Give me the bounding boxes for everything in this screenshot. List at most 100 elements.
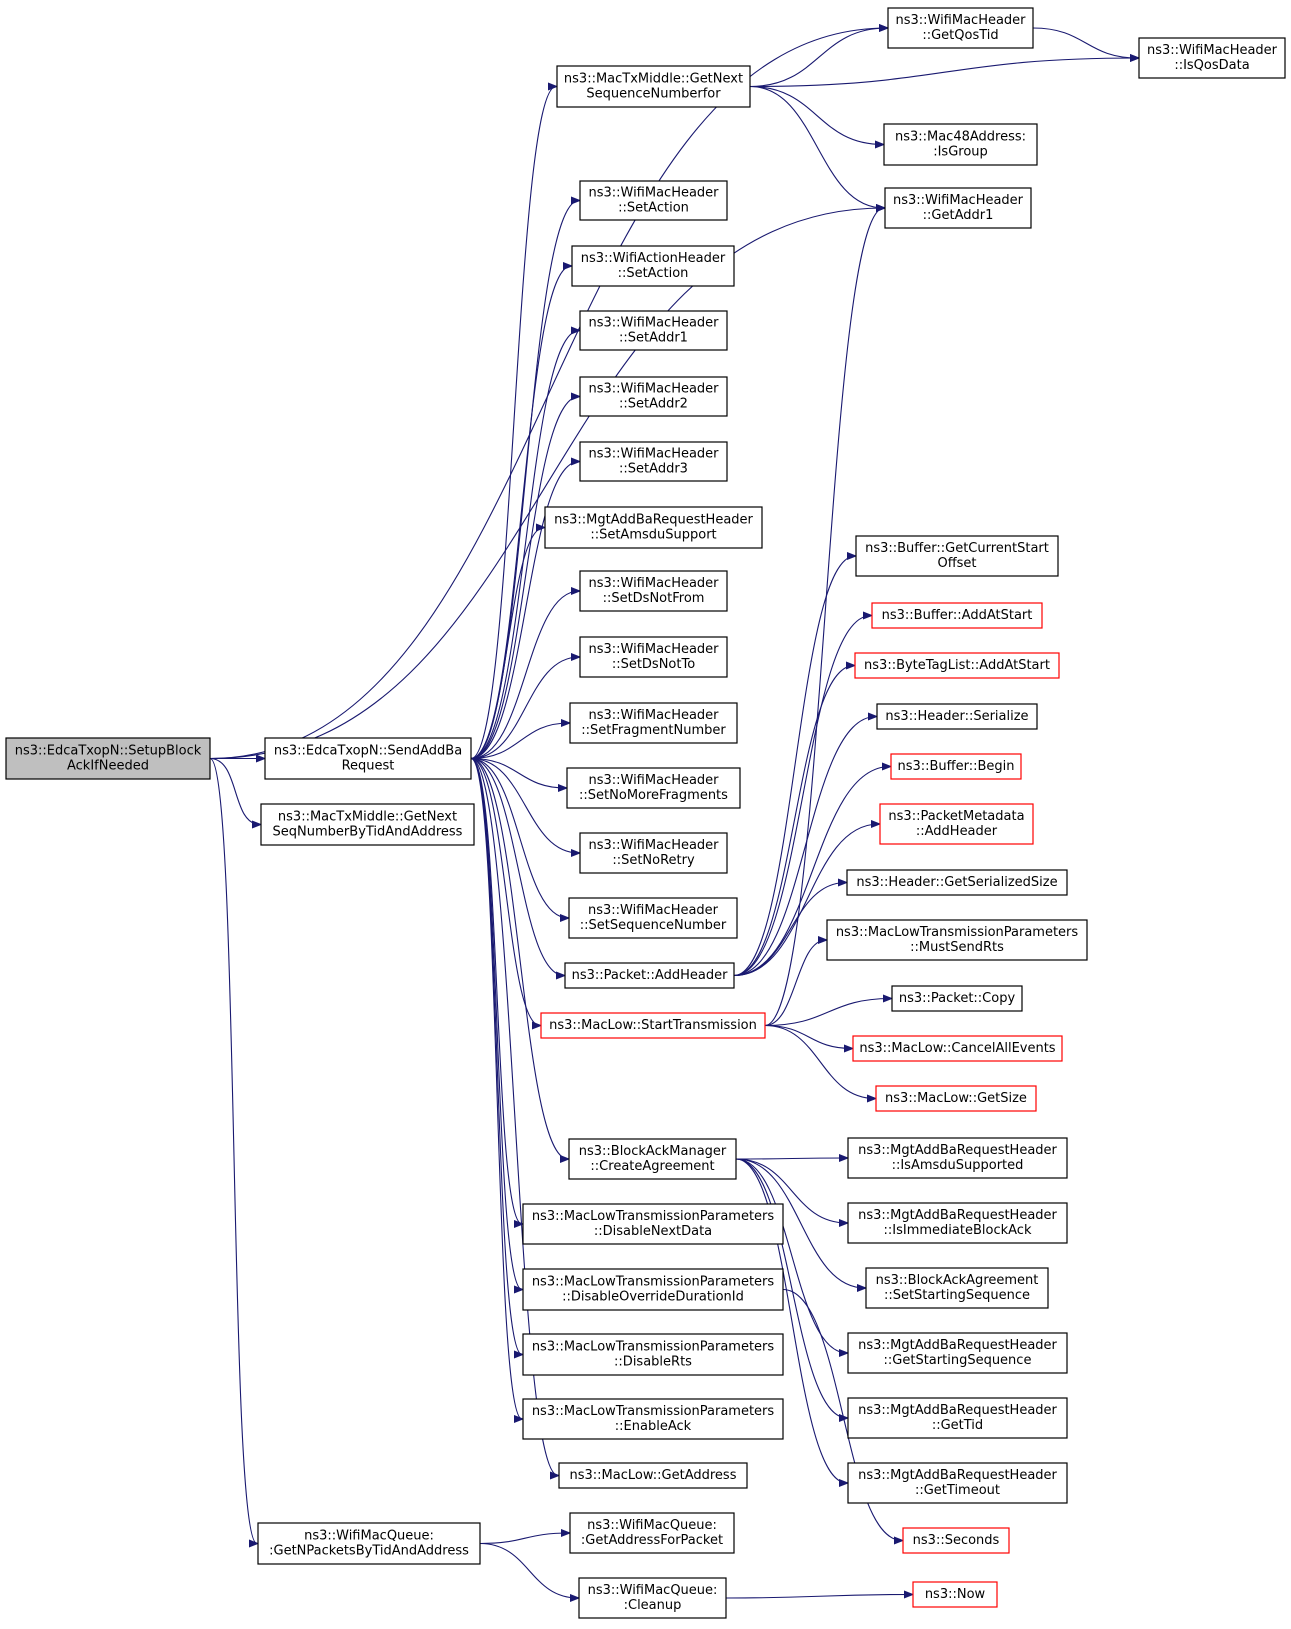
node-label-line: ::SetAddr2 (619, 397, 688, 412)
node-label-line: ns3::Header::GetSerializedSize (856, 875, 1057, 890)
edge-sendAddBa-to-disRts (470, 757, 522, 1355)
node-label-line: ns3::WifiMacQueue: (587, 1518, 717, 1533)
node-box (5, 737, 211, 780)
node-mustSendRts[interactable]: ns3::MacLowTransmissionParameters::MustS… (826, 919, 1088, 961)
edge-getNextSeqFor-to-getQosTid (749, 28, 887, 88)
node-getSize[interactable]: ns3::MacLow::GetSize (875, 1085, 1037, 1112)
edge-sendAddBa-to-setDsNotFrom (470, 591, 579, 760)
node-setDsNotFrom[interactable]: ns3::WifiMacHeader::SetDsNotFrom (579, 570, 728, 612)
node-box (579, 832, 728, 874)
edge-pktAddHeader-to-bufBegin (733, 767, 890, 977)
node-setFragNum[interactable]: ns3::WifiMacHeader::SetFragmentNumber (569, 702, 738, 744)
node-setAddr1[interactable]: ns3::WifiMacHeader::SetAddr1 (579, 310, 728, 351)
node-label-line: ::CreateAgreement (590, 1159, 714, 1174)
node-getNPackets[interactable]: ns3::WifiMacQueue::GetNPacketsByTidAndAd… (257, 1522, 481, 1565)
node-label-line: ::SetDsNotTo (612, 657, 695, 672)
node-label-line: ::GetAddr1 (923, 208, 994, 223)
node-label-line: ns3::WifiMacHeader (588, 447, 719, 462)
edge-sendAddBa-to-startTx (470, 757, 540, 1026)
node-enAck[interactable]: ns3::MacLowTransmissionParameters::Enabl… (522, 1398, 784, 1440)
node-isImmBA[interactable]: ns3::MgtAddBaRequestHeader::IsImmediateB… (847, 1202, 1068, 1244)
edge-sendAddBa-to-setAmsdu (470, 528, 544, 760)
node-seconds[interactable]: ns3::Seconds (902, 1527, 1010, 1554)
node-cleanup[interactable]: ns3::WifiMacQueue::Cleanup (578, 1577, 727, 1619)
node-getQosTid[interactable]: ns3::WifiMacHeader::GetQosTid (887, 7, 1034, 49)
edge-startTx-to-pktCopy (764, 999, 891, 1027)
node-box (556, 65, 751, 108)
node-label-line: ::GetQosTid (922, 28, 998, 43)
node-box (875, 1085, 1037, 1112)
node-label-line: ::DisableNextData (594, 1224, 712, 1239)
node-label-line: ::AddHeader (916, 824, 998, 839)
node-label-line: ns3::Header::Serialize (885, 709, 1028, 724)
node-bufAddAtStart[interactable]: ns3::Buffer::AddAtStart (871, 602, 1043, 629)
node-box (522, 1203, 784, 1245)
node-disNextData[interactable]: ns3::MacLowTransmissionParameters::Disab… (522, 1203, 784, 1245)
node-cancelAll[interactable]: ns3::MacLow::CancelAllEvents (852, 1035, 1063, 1062)
node-label-line: ::SetNoMoreFragments (579, 788, 728, 803)
node-box (890, 753, 1022, 780)
node-label-line: ns3::WifiMacHeader (588, 773, 719, 788)
node-setAddr2[interactable]: ns3::WifiMacHeader::SetAddr2 (579, 376, 728, 417)
node-label-line: ns3::MacLowTransmissionParameters (532, 1275, 775, 1290)
node-label-line: ns3::Buffer::Begin (897, 759, 1014, 774)
node-getTimeout[interactable]: ns3::MgtAddBaRequestHeader::GetTimeout (847, 1462, 1068, 1504)
node-label-line: ns3::WifiMacHeader (895, 13, 1026, 28)
edge-cleanup-to-now (725, 1595, 912, 1599)
edge-sendAddBa-to-setFragNum (470, 723, 569, 760)
node-pktAddHeader[interactable]: ns3::Packet::AddHeader (564, 962, 735, 989)
edge-sendAddBa-to-createAgr (470, 757, 568, 1160)
node-label-line: ::EnableAck (615, 1419, 692, 1434)
node-box (852, 1035, 1063, 1062)
node-getAddr1[interactable]: ns3::WifiMacHeader::GetAddr1 (884, 187, 1032, 229)
node-label-line: ::SetAddr1 (619, 331, 688, 346)
node-pktCopy[interactable]: ns3::Packet::Copy (891, 985, 1023, 1012)
node-bufBegin[interactable]: ns3::Buffer::Begin (890, 753, 1022, 780)
node-box (564, 962, 735, 989)
node-setActionAct[interactable]: ns3::WifiActionHeader::SetAction (571, 245, 735, 287)
node-box (847, 1202, 1068, 1244)
node-box (522, 1333, 784, 1376)
node-isAmsduSup[interactable]: ns3::MgtAddBaRequestHeader::IsAmsduSuppo… (847, 1137, 1068, 1179)
node-label-line: ns3::WifiMacHeader (588, 642, 719, 657)
node-setNoMoreFrag[interactable]: ns3::WifiMacHeader::SetNoMoreFragments (566, 767, 741, 809)
node-setDsNotTo[interactable]: ns3::WifiMacHeader::SetDsNotTo (579, 636, 728, 678)
node-createAgr[interactable]: ns3::BlockAckManager::CreateAgreement (568, 1138, 737, 1180)
edge-getNextSeqFor-to-isQosData (749, 58, 1138, 88)
node-label-line: ns3::WifiMacQueue: (588, 1583, 718, 1598)
edge-setup-to-getAddr1 (209, 208, 884, 760)
node-setNoRetry[interactable]: ns3::WifiMacHeader::SetNoRetry (579, 832, 728, 874)
node-getAddrForPkt[interactable]: ns3::WifiMacQueue::GetAddressForPacket (569, 1512, 735, 1554)
node-getTid[interactable]: ns3::MgtAddBaRequestHeader::GetTid (847, 1397, 1068, 1439)
node-isQosData[interactable]: ns3::WifiMacHeader::IsQosData (1138, 37, 1286, 79)
node-hdrSerialize[interactable]: ns3::Header::Serialize (876, 703, 1038, 730)
node-disOverride[interactable]: ns3::MacLowTransmissionParameters::Disab… (522, 1268, 784, 1311)
node-getNextSeqFor[interactable]: ns3::MacTxMiddle::GetNextSequenceNumberf… (556, 65, 751, 108)
node-label-line: ns3::MgtAddBaRequestHeader (858, 1468, 1057, 1483)
node-box (891, 985, 1023, 1012)
node-label-line: Offset (937, 556, 976, 571)
node-startTx[interactable]: ns3::MacLow::StartTransmission (540, 1012, 766, 1039)
node-isGroup[interactable]: ns3::Mac48Address::IsGroup (883, 123, 1038, 166)
node-label-line: ::SetDsNotFrom (603, 591, 705, 606)
edge-sendAddBa-to-setActionAct (470, 266, 571, 760)
node-btlAddAtStart[interactable]: ns3::ByteTagList::AddAtStart (854, 652, 1060, 679)
node-disRts[interactable]: ns3::MacLowTransmissionParameters::Disab… (522, 1333, 784, 1376)
node-label-line: ns3::Packet::Copy (899, 991, 1016, 1006)
node-setActionHdr[interactable]: ns3::WifiMacHeader::SetAction (579, 180, 728, 221)
node-label-line: ns3::Seconds (913, 1533, 1000, 1548)
node-now[interactable]: ns3::Now (912, 1581, 998, 1608)
node-hdrSerSize[interactable]: ns3::Header::GetSerializedSize (846, 869, 1068, 896)
node-getAddress[interactable]: ns3::MacLow::GetAddress (558, 1462, 748, 1489)
node-setAmsdu[interactable]: ns3::MgtAddBaRequestHeader::SetAmsduSupp… (544, 506, 763, 549)
node-getNextSeqTid[interactable]: ns3::MacTxMiddle::GetNextSeqNumberByTidA… (260, 803, 475, 846)
node-label-line: :GetNPacketsByTidAndAddress (269, 1544, 469, 1559)
node-setSeqNum[interactable]: ns3::WifiMacHeader::SetSequenceNumber (568, 897, 738, 939)
node-setStartSeq[interactable]: ns3::BlockAckAgreement::SetStartingSeque… (865, 1267, 1049, 1309)
node-getStartSeq[interactable]: ns3::MgtAddBaRequestHeader::GetStartingS… (847, 1332, 1068, 1374)
node-pmAddHeader[interactable]: ns3::PacketMetadata::AddHeader (879, 803, 1034, 845)
node-setAddr3[interactable]: ns3::WifiMacHeader::SetAddr3 (579, 441, 728, 482)
